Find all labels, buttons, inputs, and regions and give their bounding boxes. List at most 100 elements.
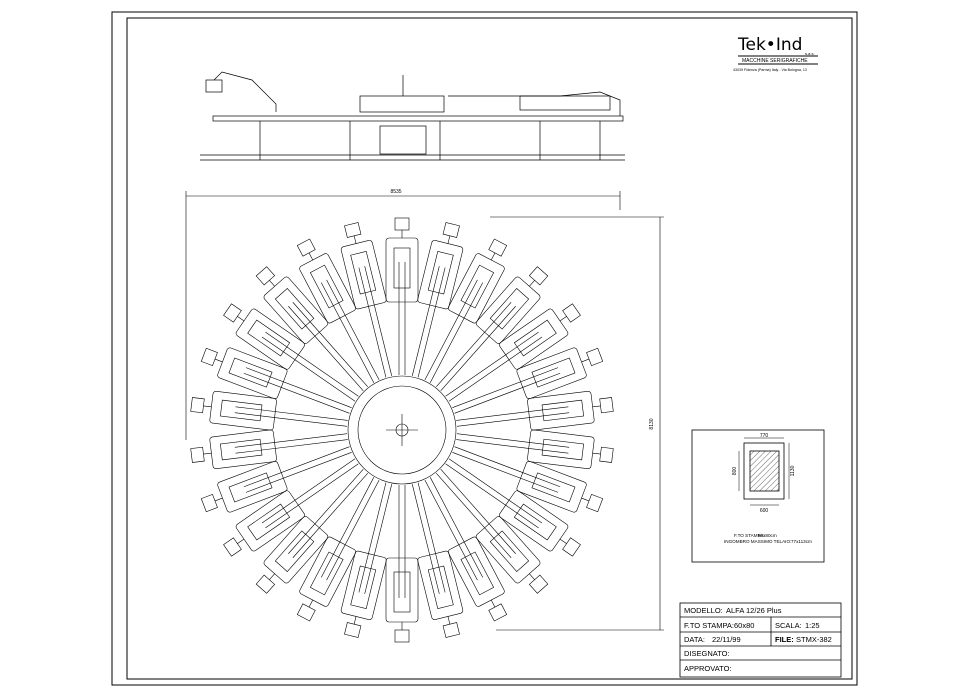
station-arm: [411, 266, 440, 376]
pallet: [340, 240, 387, 310]
pallet: [263, 516, 329, 584]
pallet: [516, 460, 587, 513]
station-arm: [364, 484, 393, 594]
print-station: [445, 458, 581, 557]
print-station: [424, 477, 508, 622]
connector: [490, 599, 496, 608]
squeegee-head: [586, 347, 604, 367]
station-arm: [265, 331, 359, 397]
pallet: [417, 550, 464, 620]
connector: [447, 235, 451, 244]
station-arm: [452, 367, 559, 408]
station-arm: [326, 279, 380, 381]
connector: [203, 405, 212, 408]
scale-label: SCALA:: [775, 621, 802, 630]
connector: [237, 316, 245, 322]
pallet-inner: [541, 438, 584, 461]
central-ring-inner: [357, 385, 447, 475]
pallet: [499, 490, 569, 552]
station-arm: [454, 372, 561, 414]
frame-outline: [743, 442, 785, 500]
station-arm: [452, 452, 559, 493]
station-arm: [456, 433, 570, 448]
station-arm: [445, 463, 539, 529]
station-arm: [243, 446, 350, 488]
date-value: 22/11/99: [712, 635, 741, 644]
logo-tagline: MACCHINE SERIGRAFICHE: [742, 58, 808, 64]
station-arm: [245, 452, 352, 493]
pallet-inner: [274, 288, 315, 330]
station-arm: [292, 472, 368, 558]
connector: [592, 452, 601, 455]
file-value: STMX-382: [796, 635, 832, 644]
print-station: [255, 468, 368, 594]
station-arm: [440, 306, 516, 392]
file-label: FILE:: [775, 635, 794, 644]
station-arm: [456, 439, 569, 454]
connector: [203, 452, 212, 455]
print-station: [200, 446, 352, 513]
squeegee-head: [562, 537, 581, 557]
pallet-inner: [393, 247, 411, 289]
pallet: [475, 276, 541, 344]
control-box: [205, 79, 223, 93]
print-area: [749, 450, 780, 492]
connector: [308, 599, 314, 608]
connector: [353, 235, 357, 244]
squeegee-head: [488, 603, 508, 622]
connector: [581, 358, 590, 363]
station-arm: [235, 439, 348, 454]
squeegee-head: [200, 493, 218, 513]
station-arm: [288, 306, 364, 392]
station-arm: [292, 302, 368, 388]
pallet: [448, 536, 505, 607]
squeegee-head: [599, 446, 614, 463]
pallet: [516, 347, 587, 400]
station-arm: [235, 406, 348, 421]
pallet: [299, 253, 356, 324]
print-station: [200, 347, 352, 414]
pallet-inner: [228, 357, 273, 388]
station-arm: [321, 477, 375, 578]
pallet: [340, 550, 387, 620]
station-arm: [364, 266, 393, 376]
station-arm: [454, 446, 561, 488]
model-label: MODELLO:: [684, 606, 723, 615]
pallet-inner: [531, 357, 576, 388]
connector: [237, 538, 245, 544]
pallet-inner: [228, 472, 273, 503]
print-station: [424, 238, 508, 383]
frame-detail-box: 770 600 800 1130 F.TO STAMPA: 60x80cm IN…: [691, 429, 825, 563]
pallet-inner: [220, 399, 263, 422]
arm-right: [448, 91, 621, 116]
squeegee-head: [344, 622, 362, 638]
print-station: [411, 222, 464, 378]
squeegee-head: [190, 446, 205, 463]
connector: [559, 316, 567, 322]
pallet: [299, 536, 356, 607]
note-frame-label: INGOMBRO MASSIMO TELAIO:: [724, 539, 791, 544]
pallet-inner: [350, 251, 377, 295]
side-elevation-view: [200, 71, 625, 161]
pallet-inner: [309, 551, 344, 596]
pallet: [475, 516, 541, 584]
logo-address: 43039 Fidenza (Parma) Italy - Via Bologn…: [733, 68, 807, 72]
note-print-label: F.TO STAMPA:: [734, 533, 765, 538]
company-logo: Tek•Ind s.a.s. MACCHINE SERIGRAFICHE 430…: [733, 35, 818, 72]
station-arm: [245, 367, 352, 408]
squeegee-head: [255, 574, 276, 594]
frame-width-dim: 770: [760, 433, 769, 439]
central-head: [359, 95, 445, 113]
station-arm: [358, 482, 387, 593]
squeegee-head: [200, 347, 218, 367]
connector: [529, 573, 535, 580]
note-print-value: 60x80cm: [758, 533, 777, 538]
pallet: [385, 557, 419, 623]
pallet: [385, 237, 419, 303]
pallet: [235, 308, 305, 370]
station-arm: [261, 458, 356, 524]
station-arm: [456, 406, 569, 421]
print-station: [340, 482, 393, 638]
pallet-inner: [541, 399, 584, 422]
